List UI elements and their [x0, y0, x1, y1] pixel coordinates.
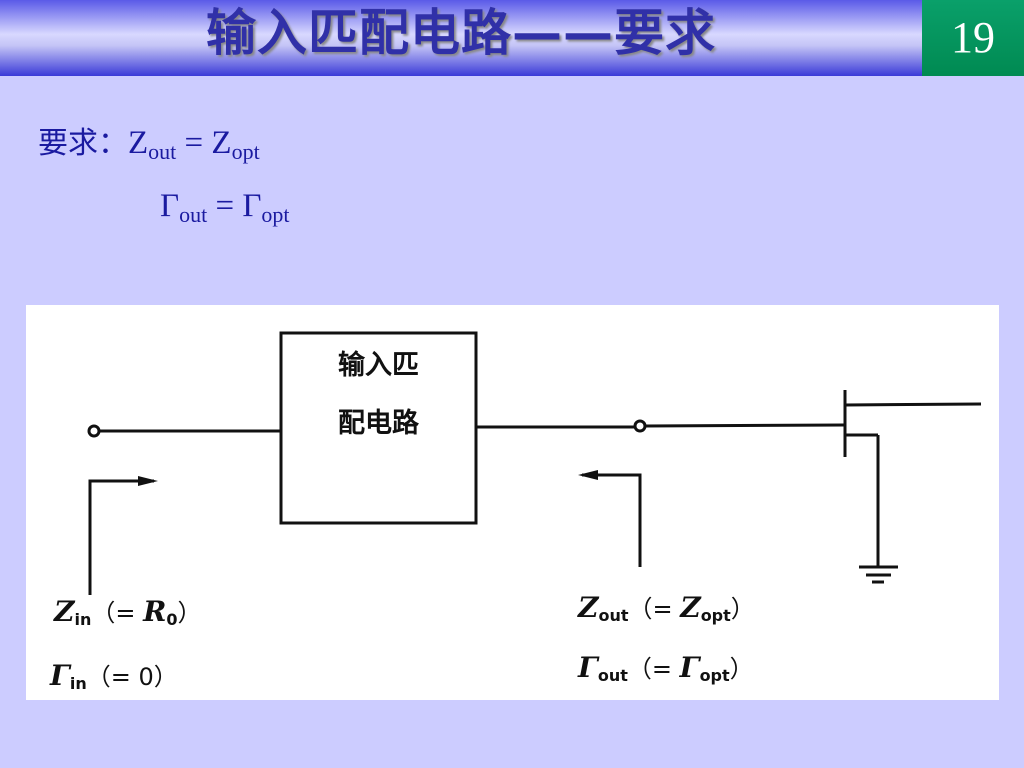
gate-wire — [644, 423, 845, 428]
eq2-lhs: Γ — [160, 188, 180, 224]
box-label-line-1: 输入匹 — [338, 350, 419, 381]
zout-arrowhead — [578, 470, 598, 480]
requirement-line-1: 要求：Zout = Zopt — [38, 118, 260, 165]
gout-label: Γout（= Γopt） — [578, 651, 754, 685]
title-bar — [0, 0, 922, 76]
zin-reference-arrow — [88, 479, 154, 595]
eq2-lhs-sub: out — [179, 202, 208, 227]
requirement-label: 要求： — [38, 126, 128, 161]
zin-arrowhead — [138, 476, 158, 486]
eq1-lhs-sub: out — [148, 139, 177, 164]
eq1-op: = — [176, 125, 212, 161]
page-number-box: 19 — [922, 0, 1024, 76]
zin-label: Zin（= R0） — [54, 595, 202, 629]
zout-reference-arrow — [582, 473, 642, 567]
zout-label: Zout（= Zopt） — [578, 591, 755, 625]
gin-label: Γin（= 0） — [50, 659, 178, 693]
circuit-schematic — [87, 331, 982, 595]
eq1-lhs: Z — [128, 125, 149, 161]
circuit-diagram: 输入匹 配电路 Zin（= R0） Γin（= 0） Zout（= Zopt） … — [26, 305, 999, 700]
requirement-line-2: Γout = Γopt — [160, 188, 290, 228]
page-number: 19 — [951, 13, 995, 62]
input-terminal — [87, 424, 101, 438]
eq2-rhs-sub: opt — [261, 202, 290, 227]
eq2-rhs: Γ — [242, 188, 262, 224]
eq1-rhs: Z — [211, 125, 232, 161]
matching-network-label: 输入匹 配电路 — [281, 337, 476, 453]
slide-title: 输入匹配电路——要求 — [206, 4, 716, 62]
eq2-op: = — [207, 188, 243, 224]
box-label-line-2: 配电路 — [338, 408, 419, 439]
output-node — [633, 419, 647, 433]
eq1-rhs-sub: opt — [231, 139, 260, 164]
transistor-drain — [844, 402, 982, 407]
